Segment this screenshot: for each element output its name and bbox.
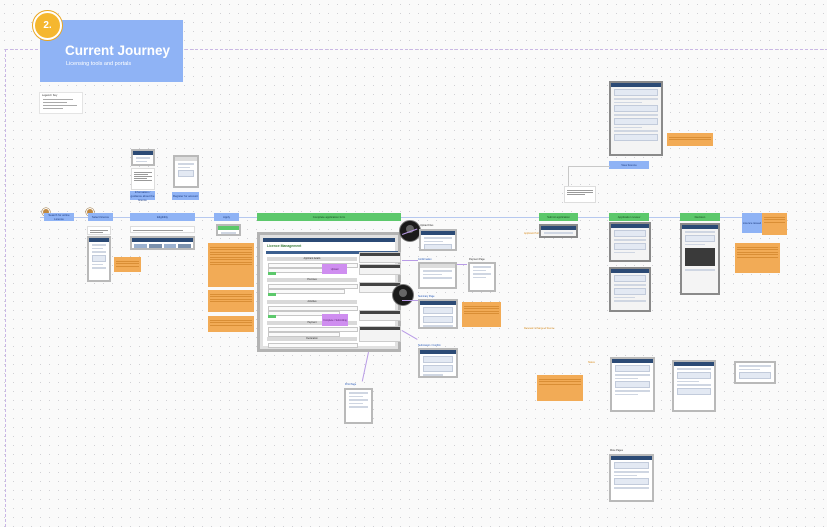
form-sidebar-panel bbox=[359, 252, 401, 263]
flow-connector-line bbox=[40, 217, 785, 218]
step-eligibility[interactable]: Eligibility bbox=[130, 213, 195, 221]
note-submission bbox=[537, 375, 583, 401]
form-section: Payment bbox=[267, 321, 357, 325]
form-section: Activities bbox=[267, 300, 357, 304]
eligibility-screenshot bbox=[130, 236, 195, 250]
more-pages-screenshot bbox=[609, 454, 654, 502]
review-screenshot-2 bbox=[609, 267, 651, 312]
submission-screenshot bbox=[418, 348, 458, 378]
payment-screenshot bbox=[468, 262, 496, 292]
connector bbox=[457, 264, 467, 265]
connector bbox=[402, 300, 418, 301]
note-apply-2 bbox=[208, 290, 254, 312]
label-submission: Submission / Confirm bbox=[418, 344, 441, 347]
review-screenshot-1 bbox=[609, 222, 651, 262]
form-field[interactable] bbox=[268, 289, 345, 294]
form-field[interactable] bbox=[268, 268, 330, 273]
eligibility-text bbox=[130, 226, 195, 233]
form-field[interactable] bbox=[268, 332, 340, 337]
form-section: Premises bbox=[267, 278, 357, 282]
note-issued bbox=[762, 213, 787, 235]
step-licence-issued[interactable]: Licence issued bbox=[742, 213, 762, 233]
label-payment: Payment Page bbox=[469, 258, 485, 261]
note-apply-3 bbox=[208, 316, 254, 332]
persona-photo-icon bbox=[392, 284, 414, 306]
note-payment bbox=[462, 302, 501, 327]
decision-screenshot bbox=[680, 223, 720, 295]
page-title: Current Journey bbox=[65, 43, 171, 58]
journey-title-card: Current Journey Licensing tools and port… bbox=[40, 20, 183, 82]
page-subtitle: Licensing tools and portals bbox=[66, 61, 132, 67]
info-text-box bbox=[131, 168, 155, 190]
form-sidebar-panel bbox=[359, 326, 401, 342]
form-continue-button[interactable] bbox=[268, 293, 276, 296]
form-field[interactable] bbox=[268, 306, 358, 311]
step-search[interactable]: Search for online Licence bbox=[44, 213, 74, 221]
submit-info-text bbox=[564, 186, 596, 203]
upload-screenshot bbox=[419, 229, 457, 251]
register-account-box[interactable]: Register for account bbox=[172, 192, 199, 200]
form-continue-button[interactable] bbox=[268, 272, 276, 275]
form-title: Licence Management bbox=[267, 244, 302, 248]
summary-screenshot bbox=[418, 299, 458, 329]
section-number-badge: 2. bbox=[33, 11, 62, 40]
label-portal: Applicant Portal bbox=[524, 232, 541, 235]
label-more-pages: More Pages bbox=[610, 449, 623, 452]
form-field[interactable] bbox=[268, 263, 358, 268]
form-sidebar-panel bbox=[359, 310, 401, 321]
legend-card: Legend / Key bbox=[39, 92, 83, 114]
select-licence-screenshot bbox=[87, 236, 111, 282]
form-field[interactable] bbox=[268, 311, 340, 316]
form-field[interactable] bbox=[268, 343, 358, 348]
status-screenshot-3 bbox=[734, 361, 776, 384]
guidance-screenshot bbox=[131, 149, 155, 166]
apply-screenshot bbox=[216, 224, 241, 236]
label-upload: Upload Files bbox=[420, 224, 434, 227]
label-confirmation: Confirmation bbox=[418, 258, 432, 261]
label-renewal: Renewal / Change of licence bbox=[524, 327, 555, 330]
form-continue-button[interactable] bbox=[268, 315, 276, 318]
register-screenshot bbox=[173, 155, 199, 188]
application-form-screenshot: Licence Management Applicant details Pre… bbox=[257, 232, 401, 352]
step-select-licence[interactable]: Select licence bbox=[88, 213, 113, 221]
connector bbox=[568, 166, 610, 167]
note-decision bbox=[735, 243, 780, 273]
select-licence-text bbox=[87, 226, 111, 235]
step-submit[interactable]: Submit application bbox=[539, 213, 578, 221]
form-section: Declaration bbox=[267, 337, 357, 341]
step-apply[interactable]: Apply bbox=[214, 213, 239, 221]
submit-tag: Complete / Submitting bbox=[322, 314, 348, 326]
connector bbox=[568, 166, 569, 186]
step-decision[interactable]: Decision bbox=[680, 213, 720, 221]
form-field[interactable] bbox=[268, 284, 358, 289]
step-review[interactable]: Application review bbox=[609, 213, 649, 221]
note-view-licence bbox=[667, 133, 713, 146]
step-complete-form[interactable]: Complete application form bbox=[257, 213, 401, 221]
canvas-frame bbox=[5, 49, 827, 527]
note-apply bbox=[208, 243, 254, 287]
form-field[interactable] bbox=[268, 327, 358, 332]
status-screenshot-2 bbox=[672, 360, 716, 412]
label-status: Status bbox=[588, 361, 595, 364]
label-summary: Summary Page bbox=[418, 295, 435, 298]
print-screenshot bbox=[344, 388, 373, 424]
status-screenshot-1 bbox=[610, 357, 655, 412]
confirmation-screenshot bbox=[418, 262, 457, 289]
upload-tag: Upload bbox=[322, 264, 347, 274]
legend-title: Legend / Key bbox=[42, 94, 58, 97]
form-sidebar-panel bbox=[359, 264, 401, 275]
portal-screenshot bbox=[539, 224, 578, 238]
view-licence-box[interactable]: View licence bbox=[609, 161, 649, 169]
note-select-licence bbox=[114, 257, 141, 272]
info-guidance-box[interactable]: Information / guidance about the licence bbox=[130, 189, 155, 202]
connector bbox=[402, 260, 418, 261]
form-section: Applicant details bbox=[267, 257, 357, 261]
label-print: Print Page bbox=[345, 383, 357, 386]
view-licence-screenshot bbox=[609, 81, 663, 156]
